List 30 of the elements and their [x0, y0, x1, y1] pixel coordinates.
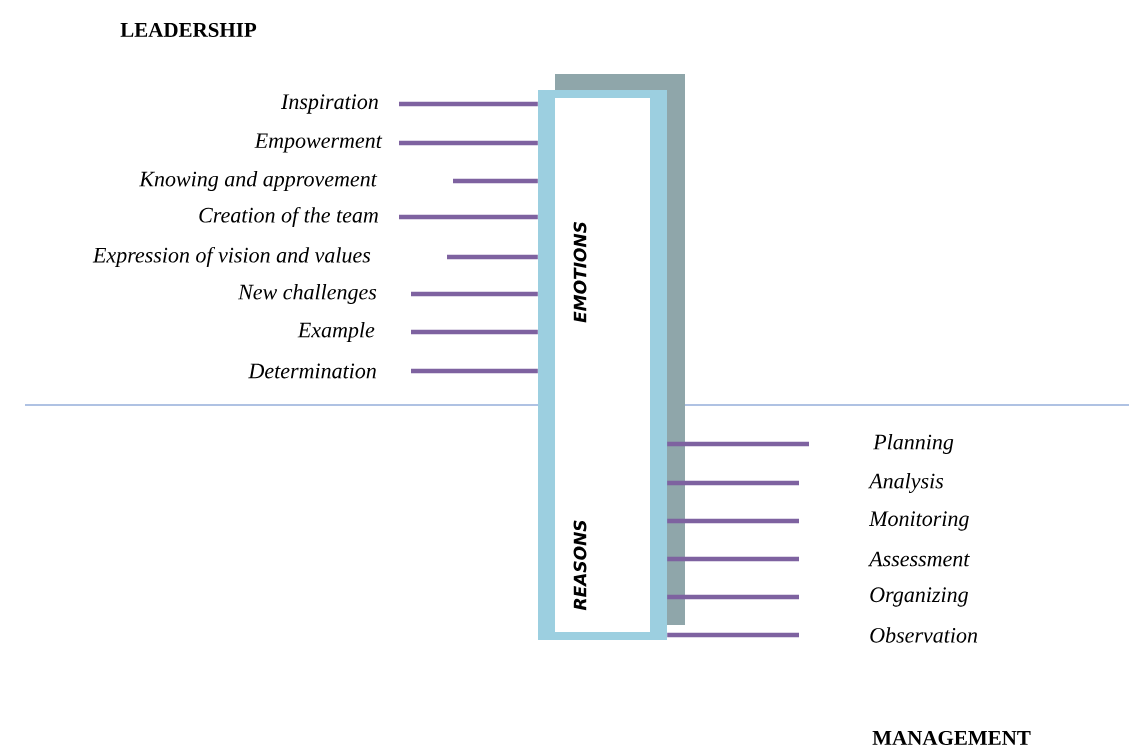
- item-label: Knowing and approvement: [139, 171, 378, 191]
- item-label: Observation: [870, 627, 978, 643]
- connector-line: [411, 368, 538, 374]
- item-label: Assessment: [868, 551, 970, 567]
- heading: MANAGEMENT: [872, 730, 1031, 746]
- heading: LEADERSHIP: [120, 22, 257, 38]
- connector-line: [411, 291, 538, 297]
- item-label: Empowerment: [254, 133, 383, 153]
- connector-line: [399, 214, 538, 220]
- connector-line: [667, 632, 799, 638]
- item-label: Expression of vision and values: [92, 246, 371, 268]
- item-label: Organizing: [870, 587, 968, 607]
- item-label: Monitoring: [868, 511, 969, 531]
- connector-line: [667, 441, 809, 447]
- connector-line: [447, 254, 538, 260]
- item-label: New challenges: [237, 284, 377, 304]
- connector-line: [399, 101, 538, 107]
- item-label: Planning: [873, 434, 954, 454]
- item-label: Inspiration: [280, 94, 378, 114]
- item-label: Analysis: [868, 473, 944, 493]
- connector-line: [667, 594, 799, 600]
- connector-line: [399, 140, 538, 146]
- item-label: Creation of the team: [199, 206, 378, 228]
- connector-line: [453, 178, 538, 184]
- item-label: Example: [297, 322, 375, 342]
- item-label: Determination: [248, 363, 376, 379]
- connector-line: [411, 329, 538, 335]
- connector-line: [667, 518, 799, 524]
- connector-line: [667, 480, 799, 486]
- connector-line: [667, 556, 799, 562]
